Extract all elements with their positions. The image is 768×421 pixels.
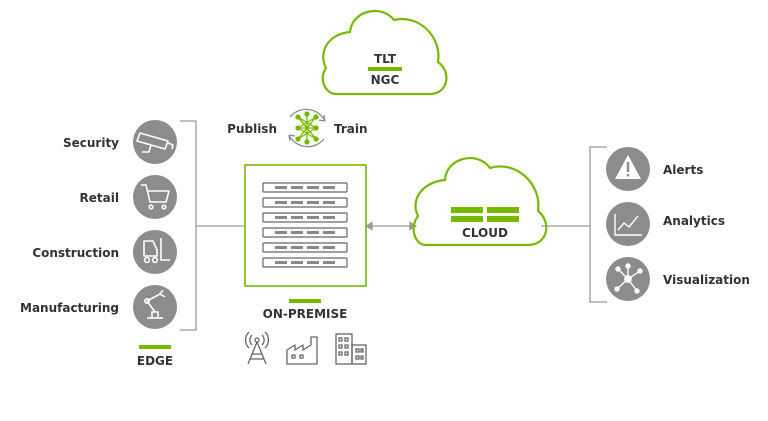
cloud-server-bar (487, 216, 519, 222)
on-premise-label-bar (289, 299, 321, 303)
outputs-group: Alerts Analytics Visualization (589, 146, 750, 303)
edge-label: EDGE (137, 354, 173, 368)
cloud-label: CLOUD (462, 226, 508, 240)
output-item-alerts-label: Alerts (663, 163, 703, 177)
top-cloud: TLT NGC (321, 10, 448, 96)
cloud-group: CLOUD (412, 157, 548, 247)
edge-item-construction-label: Construction (32, 246, 119, 260)
on-premise-label: ON-PREMISE (263, 307, 348, 321)
office-building-icon (335, 333, 367, 365)
security-camera-icon (133, 120, 177, 164)
shopping-cart-icon (133, 175, 177, 219)
forklift-icon (133, 230, 177, 274)
tlt-divider (368, 67, 402, 71)
onpremise-cloud-arrow (364, 221, 418, 231)
tlt-label: TLT (374, 52, 397, 66)
edge-item-security-label: Security (63, 136, 119, 150)
edge-bracket (180, 120, 197, 331)
publish-train-group: Publish Train (227, 108, 368, 148)
neural-network-icon (295, 111, 319, 145)
train-label: Train (334, 122, 368, 136)
outputs-bracket (589, 146, 607, 303)
publish-label: Publish (227, 122, 277, 136)
cell-tower-icon (244, 331, 270, 365)
server-rack-icon (262, 182, 348, 268)
factory-icon (286, 336, 318, 365)
ngc-label: NGC (371, 73, 400, 87)
output-item-visualization-label: Visualization (663, 273, 750, 287)
network-graph-icon (606, 257, 650, 301)
warning-icon (606, 147, 650, 191)
cloud-server-bar (451, 207, 483, 213)
edge-item-retail-label: Retail (80, 191, 119, 205)
top-cloud-outline (321, 10, 448, 96)
cloud-server-bar (451, 216, 483, 222)
line-chart-icon (606, 202, 650, 246)
on-premise-group: ON-PREMISE (244, 164, 367, 365)
cloud-server-bar (487, 207, 519, 213)
cycle-arrows-icon (288, 108, 326, 148)
cloud-outline (412, 157, 548, 247)
robot-arm-icon (133, 285, 177, 329)
output-item-analytics-label: Analytics (663, 214, 725, 228)
edge-label-bar (139, 345, 171, 349)
edge-group: Security Retail Construction Manufacturi… (20, 120, 197, 368)
edge-item-manufacturing-label: Manufacturing (20, 301, 119, 315)
